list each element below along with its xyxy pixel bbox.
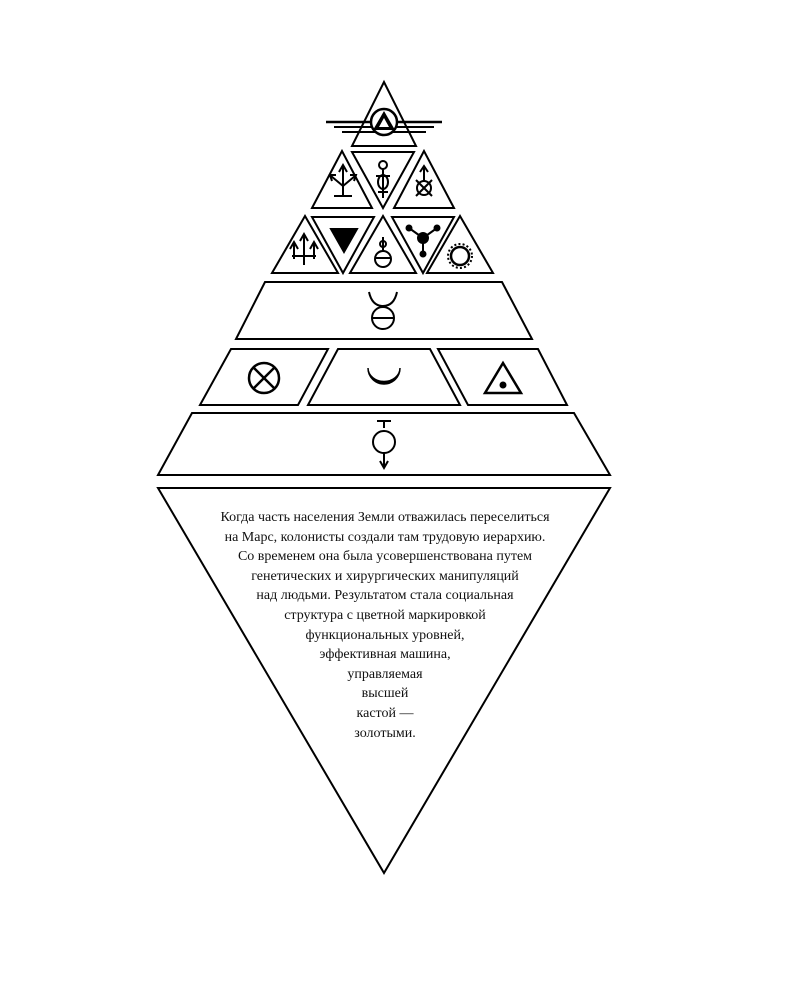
caption-line: структура с цветной маркировкой bbox=[284, 607, 486, 623]
row5-right-cell bbox=[436, 348, 569, 406]
caption-line: эффективная машина, bbox=[319, 647, 451, 663]
crossed-circle-arrow-icon bbox=[415, 164, 433, 197]
tier-row-4 bbox=[234, 281, 534, 340]
base-band bbox=[156, 412, 612, 476]
row3-cell-3 bbox=[348, 214, 418, 274]
crescent-moon-icon bbox=[367, 367, 401, 385]
caption-line: управляемая bbox=[347, 666, 423, 682]
caption-line: золотыми. bbox=[354, 725, 416, 741]
row2-right-cell bbox=[392, 148, 456, 209]
caption-line: Когда часть населения Земли отважилась п… bbox=[220, 510, 550, 525]
caption-line: кастой — bbox=[356, 705, 414, 721]
caption-line: над людьми. Результатом стала социальная bbox=[256, 588, 514, 604]
apex-triangle bbox=[350, 79, 418, 147]
caption-line: генетических и хирургических манипуляций bbox=[251, 568, 519, 584]
tier-row-3 bbox=[270, 214, 495, 276]
tier-row-2 bbox=[310, 148, 456, 211]
row2-middle-cell bbox=[350, 151, 416, 211]
tier-row-5 bbox=[198, 348, 569, 406]
caption-line: на Марс, колонисты создали там трудовую … bbox=[224, 529, 546, 545]
row3-cell-2 bbox=[310, 216, 376, 276]
winged-triangle-emblem-icon bbox=[326, 107, 442, 137]
sun-ring-icon bbox=[447, 243, 473, 269]
tri-branch-node-icon bbox=[405, 224, 441, 258]
crossed-circle-icon bbox=[247, 361, 281, 395]
inverted-triangle-icon bbox=[329, 228, 359, 255]
caption-line: высшей bbox=[361, 686, 409, 702]
row4-band bbox=[234, 281, 534, 340]
row5-middle-cell bbox=[306, 348, 462, 406]
trident-arrows-icon bbox=[289, 231, 319, 265]
caption-inverted-triangle bbox=[156, 487, 612, 875]
triangle-dot-icon bbox=[482, 360, 524, 395]
tier-base bbox=[156, 412, 612, 476]
taurus-horned-icon bbox=[368, 291, 398, 330]
caduceus-key-icon bbox=[376, 160, 390, 198]
row3-cell-1 bbox=[270, 214, 340, 274]
caption-line: Со временем она была усовершенствована п… bbox=[237, 549, 533, 565]
row3-cell-4 bbox=[390, 216, 456, 276]
row3-cell-5 bbox=[425, 214, 495, 274]
tier-apex bbox=[326, 79, 442, 147]
caption-text: Когда часть населения Земли отважилась п… bbox=[200, 508, 570, 743]
row5-left-cell bbox=[198, 348, 330, 406]
mercury-down-arrow-icon bbox=[372, 420, 396, 471]
arrows-cross-icon bbox=[328, 162, 358, 197]
orb-mercury-icon bbox=[374, 237, 392, 268]
row2-left-cell bbox=[310, 148, 374, 209]
caption-line: функциональных уровней, bbox=[305, 627, 465, 643]
